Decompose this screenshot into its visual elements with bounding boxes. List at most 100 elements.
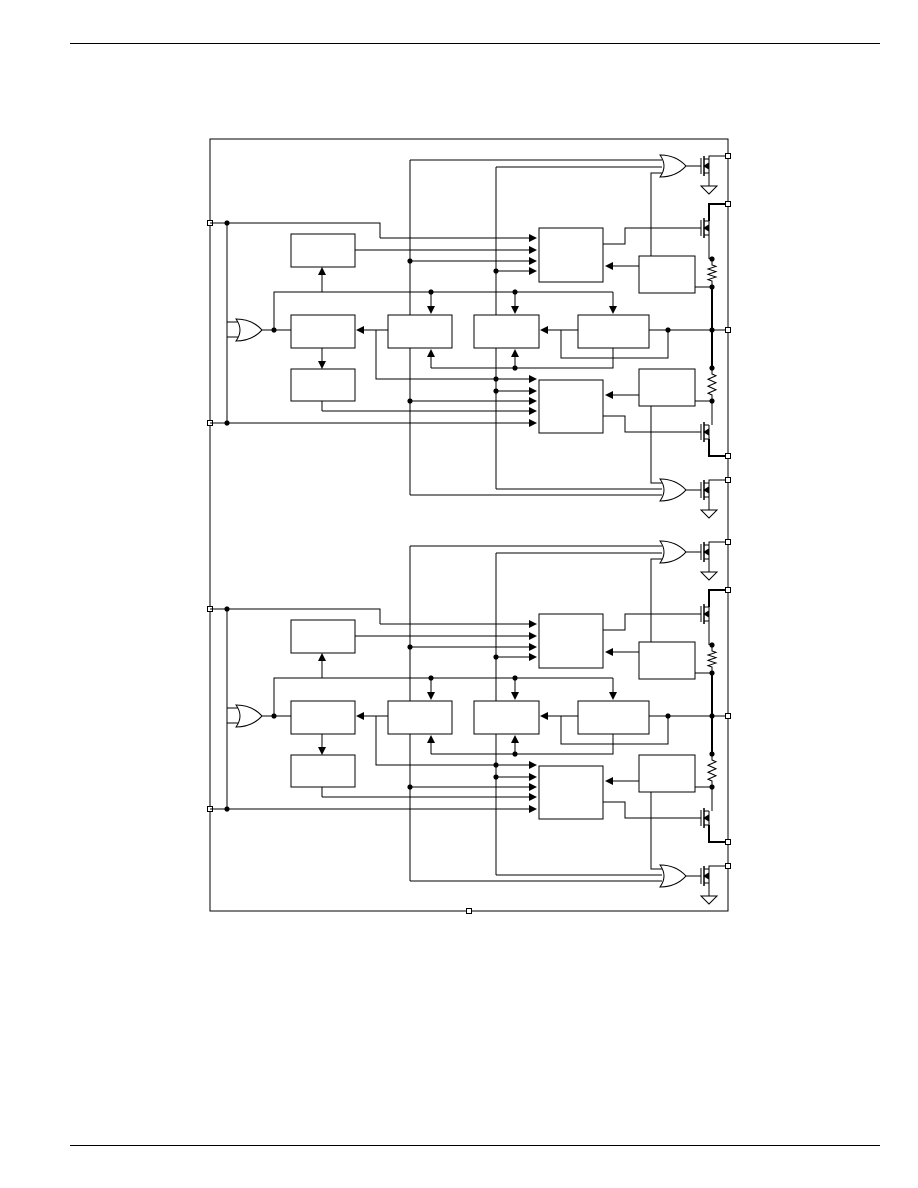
logic-block [290, 619, 356, 654]
pin-terminal-icon [725, 201, 731, 207]
nmos-transistor-icon [700, 218, 710, 238]
wire [375, 716, 496, 766]
wire [227, 608, 381, 624]
logic-block [387, 700, 453, 735]
resistor-icon [706, 645, 718, 673]
wire [603, 227, 701, 245]
nmos-transistor-icon [699, 866, 719, 905]
body-arrow-icon [703, 428, 709, 436]
logic-block [473, 700, 540, 735]
logic-block [473, 314, 540, 349]
diagram-frame [209, 138, 729, 914]
junction-dot-icon [512, 751, 518, 757]
outer-frame [209, 138, 729, 912]
body-arrow-icon [703, 610, 709, 618]
wire [431, 734, 614, 755]
or-gate-icon [235, 318, 263, 342]
driver-logic-block [538, 379, 604, 434]
pin-terminal-icon [725, 153, 731, 159]
wire [603, 801, 701, 819]
ground-icon [699, 571, 719, 581]
logic-block [290, 754, 356, 788]
or-gate-icon [659, 478, 687, 502]
or-gate-icon [235, 704, 263, 728]
nmos-transistor-icon [699, 480, 719, 519]
logic-block [290, 700, 356, 735]
supply-rail [708, 203, 728, 221]
nmos-transistor-icon [700, 422, 710, 442]
wire [431, 348, 614, 369]
wire [603, 415, 701, 433]
or-gate-icon [659, 864, 687, 888]
wire [708, 479, 728, 483]
footer-rule [70, 1145, 880, 1146]
body-arrow-icon [703, 162, 709, 170]
body-arrow-icon [703, 224, 709, 232]
driver-logic-block [538, 613, 604, 669]
body-arrow-icon [703, 814, 709, 822]
wire [650, 172, 662, 256]
pin-terminal-icon [725, 839, 731, 845]
wire [560, 716, 669, 745]
nmos-transistor-icon [699, 542, 719, 581]
wire [708, 541, 728, 545]
ground-icon [699, 509, 719, 519]
nmos-transistor-icon [699, 156, 719, 195]
nmos-transistor-icon [700, 808, 710, 828]
wire [603, 613, 701, 631]
resistor-icon [706, 259, 718, 287]
supply-rail [708, 589, 728, 607]
wire [273, 677, 613, 716]
wire [708, 865, 728, 869]
sense-block [638, 255, 696, 294]
junction-dot-icon [512, 365, 518, 371]
junction-dot-icon [709, 327, 715, 333]
pin-terminal-icon [725, 587, 731, 593]
pin-terminal-icon [725, 477, 731, 483]
logic-block [290, 314, 356, 349]
logic-block [577, 314, 650, 349]
pin-terminal-icon [725, 539, 731, 545]
junction-dot-icon [493, 376, 499, 382]
pin-terminal-icon [725, 327, 731, 333]
logic-block [387, 314, 453, 349]
wire [650, 406, 662, 484]
pin-terminal-icon [725, 713, 731, 719]
body-arrow-icon [703, 548, 709, 556]
wire [375, 330, 496, 380]
driver-logic-block [538, 765, 604, 820]
nmos-transistor-icon [700, 604, 710, 624]
pin-terminal-icon [725, 863, 731, 869]
wire [227, 222, 381, 238]
wire [650, 792, 662, 870]
or-gate-icon [659, 540, 687, 564]
logic-block [290, 368, 356, 402]
channel-block-lower [207, 539, 731, 905]
logic-block [577, 700, 650, 735]
junction-dot-icon [709, 713, 715, 719]
wire [560, 330, 669, 359]
pin-terminal-icon [725, 453, 731, 459]
body-arrow-icon [703, 486, 709, 494]
sense-block [638, 368, 696, 407]
pin-terminal-icon [466, 908, 472, 914]
wire [708, 155, 728, 159]
channel-block-upper [207, 153, 731, 519]
ground-icon [699, 895, 719, 905]
header-rule [70, 43, 880, 44]
supply-rail [708, 439, 728, 457]
sense-block [638, 754, 696, 793]
junction-dot-icon [493, 762, 499, 768]
wire [273, 291, 613, 330]
supply-rail [708, 825, 728, 843]
body-arrow-icon [703, 872, 709, 880]
resistor-icon [706, 368, 718, 401]
wire [650, 558, 662, 642]
sense-block [638, 641, 696, 680]
logic-block [290, 233, 356, 268]
ground-icon [699, 185, 719, 195]
resistor-icon [706, 754, 718, 787]
or-gate-icon [659, 154, 687, 178]
